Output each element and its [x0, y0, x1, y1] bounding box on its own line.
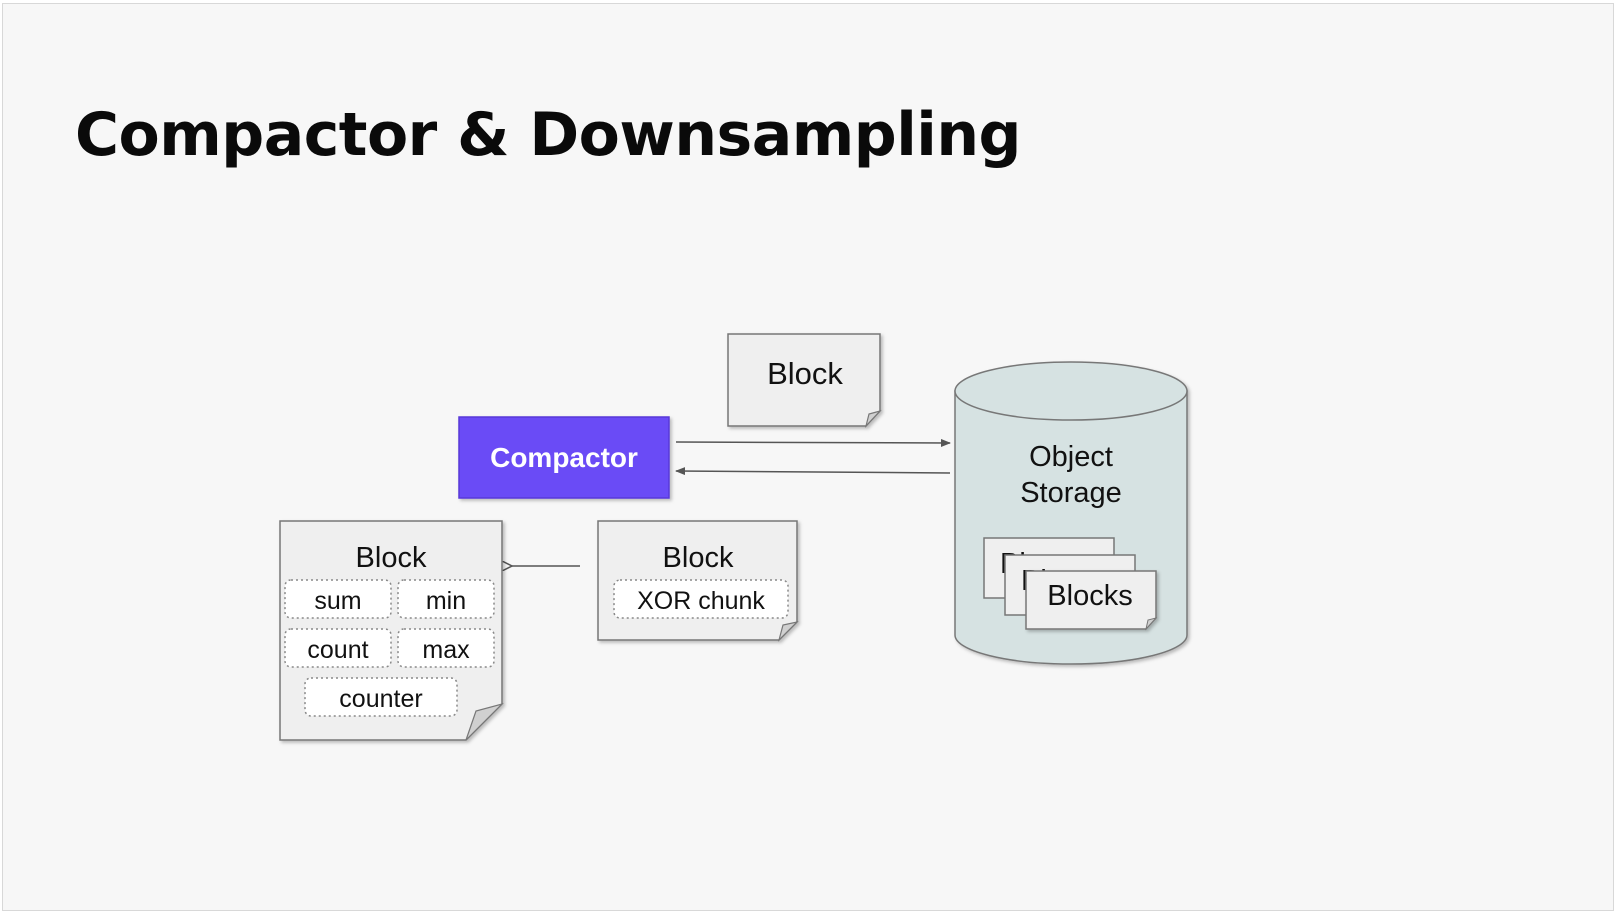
upload-arrow: [675, 438, 951, 447]
object-storage-label-line1: Object: [1029, 441, 1113, 473]
slide: Compactor & Downsampling: [2, 3, 1614, 911]
aggregate-sum-label: sum: [314, 587, 361, 615]
compactor-box: [458, 416, 670, 499]
downsampled-block-label: Block: [356, 542, 427, 574]
object-storage-label-line2: Storage: [1020, 477, 1122, 509]
aggregate-min-label: min: [426, 587, 466, 615]
xor-chunk-label: XOR chunk: [637, 587, 765, 615]
download-arrow: [675, 467, 951, 476]
raw-block-label: Block: [663, 542, 734, 574]
aggregate-max-label: max: [422, 636, 470, 664]
aggregate-count-box: [284, 628, 392, 668]
aggregate-counter-box: [304, 677, 458, 717]
aggregate-max-box: [397, 628, 495, 668]
transfer-block-document: [727, 333, 882, 429]
aggregate-min-box: [397, 579, 495, 619]
stored-blocks-label: Blocks: [1047, 580, 1132, 612]
compactor-label: Compactor: [490, 442, 638, 473]
slide-title: Compactor & Downsampling: [75, 100, 1022, 170]
stored-blocks-stack: Bl Bl: [983, 537, 1158, 631]
aggregate-count-label: count: [307, 636, 368, 664]
xor-chunk-box: [613, 579, 789, 619]
aggregate-counter-label: counter: [339, 685, 422, 713]
transfer-block-label: Block: [767, 356, 843, 391]
aggregate-sum-box: [284, 579, 392, 619]
